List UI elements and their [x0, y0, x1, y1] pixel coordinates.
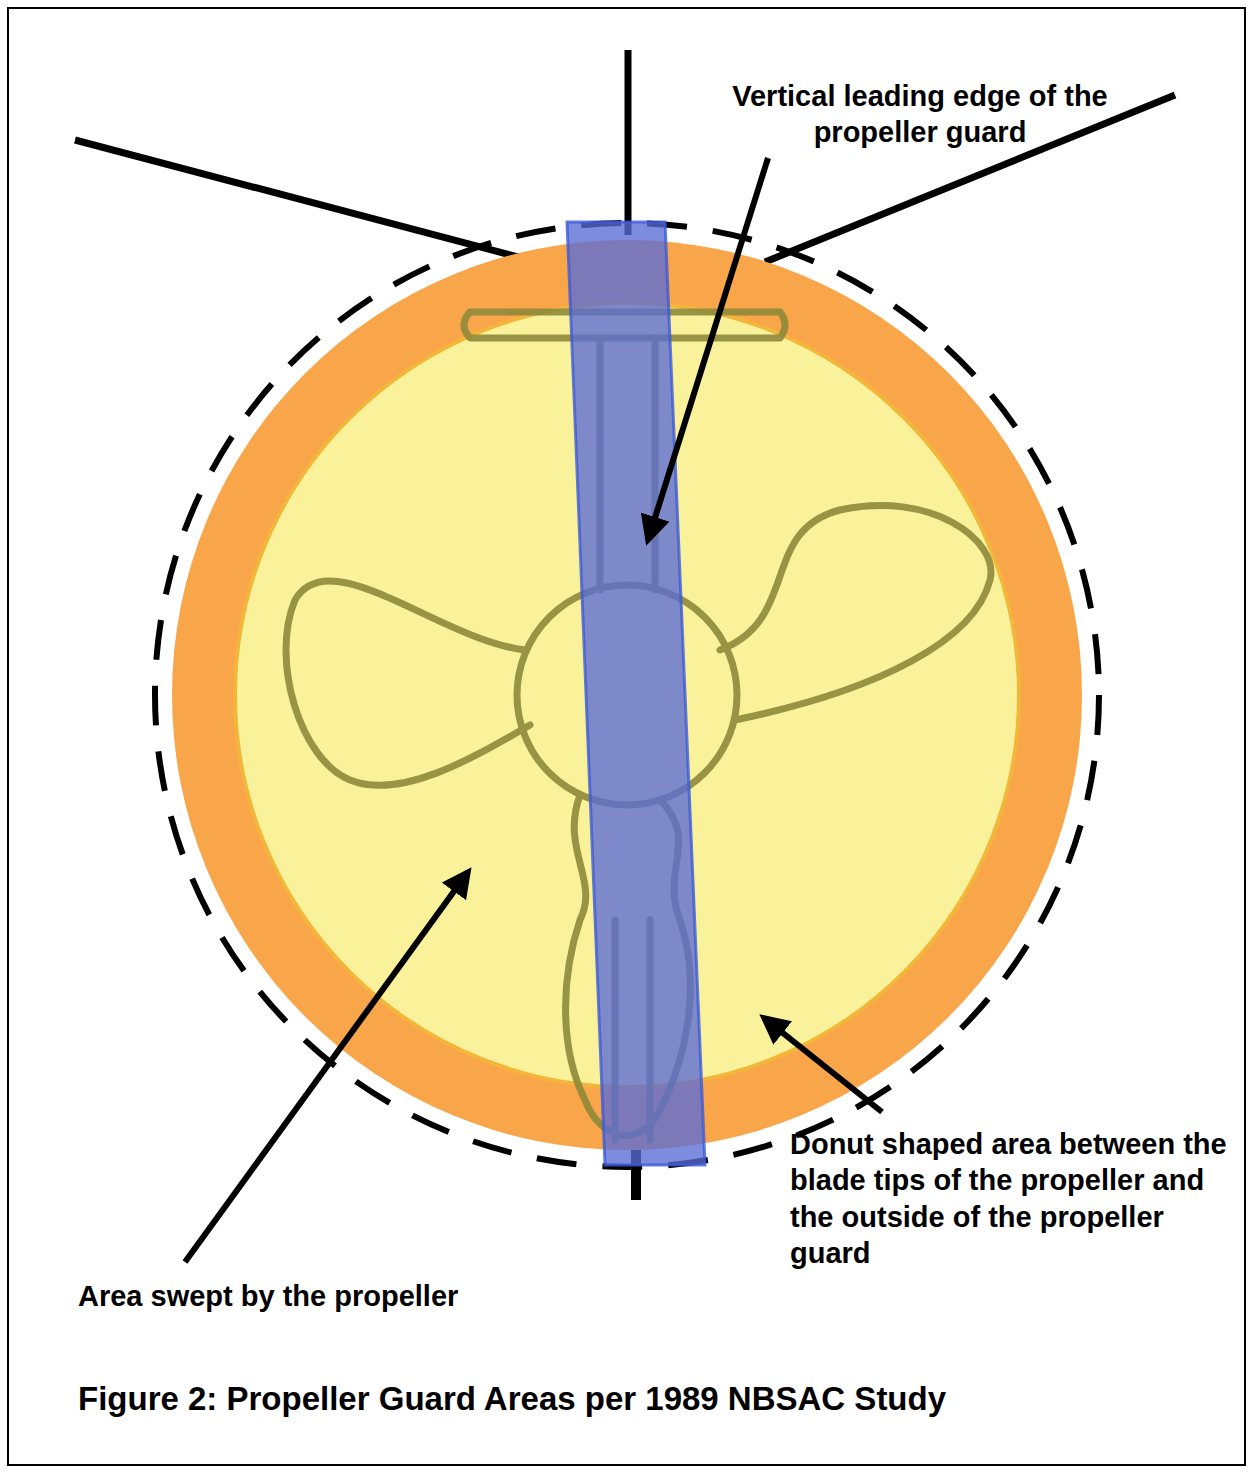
leader-arrow: [764, 1018, 882, 1112]
hull-line: [75, 140, 560, 268]
callout-label: Donut shaped area between the blade tips…: [790, 1126, 1230, 1271]
frame: [8, 8, 1245, 1465]
drive-shaft: [625, 50, 632, 235]
figure-caption: Figure 2: Propeller Guard Areas per 1989…: [78, 1378, 1178, 1419]
leader-arrow: [185, 872, 468, 1262]
leading-edge-band: [567, 222, 705, 1165]
leader-arrow: [648, 158, 768, 540]
callout-label: Vertical leading edge of the propeller g…: [700, 78, 1140, 151]
callout-label: Area swept by the propeller: [78, 1278, 598, 1314]
guard-outline: [155, 223, 1099, 1167]
